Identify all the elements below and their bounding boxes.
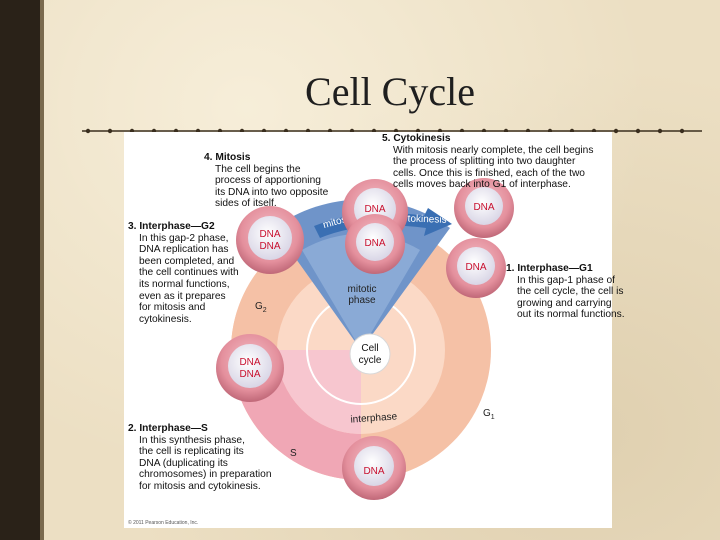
- center-label-1: Cell: [361, 343, 378, 354]
- annotation-s-title: 2. Interphase—S: [128, 423, 208, 434]
- s-label: S: [290, 448, 297, 459]
- annotation-line: growing and carrying: [517, 297, 612, 309]
- annotation-line: cytokinesis.: [139, 313, 192, 325]
- binding-edge: [40, 0, 44, 540]
- s-inner-sector: [277, 350, 361, 434]
- cell-top-right: DNA: [454, 178, 514, 238]
- annotation-line: for mitosis and: [139, 302, 206, 314]
- annotation-cytokinesis: 5. Cytokinesis With mitosis nearly compl…: [382, 133, 593, 191]
- cell-right: DNA: [446, 238, 506, 298]
- divider-dot: [613, 128, 619, 134]
- annotation-line: cells. Once this is finished, each of th…: [393, 167, 585, 179]
- annotation-g1-title: 1. Interphase—G1: [506, 263, 593, 274]
- mitotic-label-1: mitotic: [348, 284, 377, 295]
- cell-g2: DNA DNA: [236, 206, 304, 274]
- cell-mid: DNA: [345, 214, 405, 274]
- cell-cycle-diagram: Cell cycle mitotic phase interphase mito…: [216, 178, 514, 500]
- annotation-line: DNA (duplicating its: [139, 457, 228, 469]
- svg-text:DNA: DNA: [239, 369, 260, 380]
- annotation-line: the cell is replicating its: [139, 446, 244, 458]
- annotation-line: DNA replication has: [139, 244, 229, 256]
- g1-label: G1: [483, 408, 495, 421]
- annotation-line: its DNA into two opposite: [215, 186, 329, 198]
- annotation-line: The cell begins the: [215, 163, 301, 175]
- svg-text:DNA: DNA: [259, 241, 280, 252]
- divider-dot: [635, 128, 641, 134]
- annotation-g2-title: 3. Interphase—G2: [128, 221, 215, 232]
- annotation-line: In this synthesis phase,: [139, 434, 245, 446]
- annotation-line: even as it prepares: [139, 290, 226, 302]
- annotation-line: sides of itself.: [215, 198, 277, 210]
- cell-left: DNA DNA: [216, 334, 284, 402]
- g2-label: G2: [255, 301, 267, 314]
- annotation-line: the process of splitting into two daught…: [393, 156, 576, 168]
- svg-text:DNA: DNA: [259, 229, 280, 240]
- title-divider: [82, 128, 702, 134]
- cell-bottom: DNA: [342, 436, 406, 500]
- svg-text:DNA: DNA: [363, 466, 384, 477]
- divider-dot: [85, 128, 91, 134]
- annotation-g1: 1. Interphase—G1 In this gap-1 phase of …: [506, 263, 625, 321]
- slide-title: Cell Cycle: [305, 69, 475, 114]
- notebook-binding: [0, 0, 40, 540]
- annotation-s: 2. Interphase—S In this synthesis phase,…: [128, 423, 272, 493]
- svg-text:DNA: DNA: [364, 238, 385, 249]
- annotation-mitosis-title: 4. Mitosis: [204, 152, 251, 163]
- figure-credit: © 2011 Pearson Education, Inc.: [128, 520, 199, 526]
- center-cell: [349, 333, 391, 375]
- annotation-line: In this gap-2 phase,: [139, 232, 229, 244]
- annotation-line: for mitosis and cytokinesis.: [139, 480, 261, 492]
- interphase-label: interphase: [350, 411, 398, 425]
- annotation-line: out its normal functions.: [517, 309, 625, 321]
- svg-text:DNA: DNA: [465, 262, 486, 273]
- annotation-line: With mitosis nearly complete, the cell b…: [393, 144, 594, 156]
- cell-cycle-figure: Cell cycle mitotic phase interphase mito…: [124, 132, 625, 528]
- annotation-mitosis: 4. Mitosis The cell begins the process o…: [204, 152, 328, 210]
- annotation-line: In this gap-1 phase of: [517, 274, 615, 286]
- annotation-g2: 3. Interphase—G2 In this gap-2 phase, DN…: [128, 221, 239, 325]
- annotation-cytokinesis-title: 5. Cytokinesis: [382, 133, 451, 144]
- svg-text:DNA: DNA: [473, 202, 494, 213]
- divider-dot: [107, 128, 113, 134]
- annotation-line: chromosomes) in preparation: [139, 469, 272, 481]
- cytokinesis-arrow-label: cytokinesis: [397, 213, 446, 226]
- annotation-line: process of apportioning: [215, 175, 321, 187]
- svg-text:DNA: DNA: [364, 204, 385, 215]
- center-label-2: cycle: [359, 355, 382, 366]
- annotation-line: been completed, and: [139, 255, 235, 267]
- divider-dot: [679, 128, 685, 134]
- annotation-line: cells moves back into G1 of interphase.: [393, 179, 571, 191]
- svg-text:DNA: DNA: [239, 357, 260, 368]
- annotation-line: the cell cycle, the cell is: [517, 286, 624, 298]
- mitotic-label-2: phase: [348, 295, 376, 306]
- divider-dot: [657, 128, 663, 134]
- annotation-line: its normal functions,: [139, 278, 230, 290]
- annotation-line: the cell continues with: [139, 267, 239, 279]
